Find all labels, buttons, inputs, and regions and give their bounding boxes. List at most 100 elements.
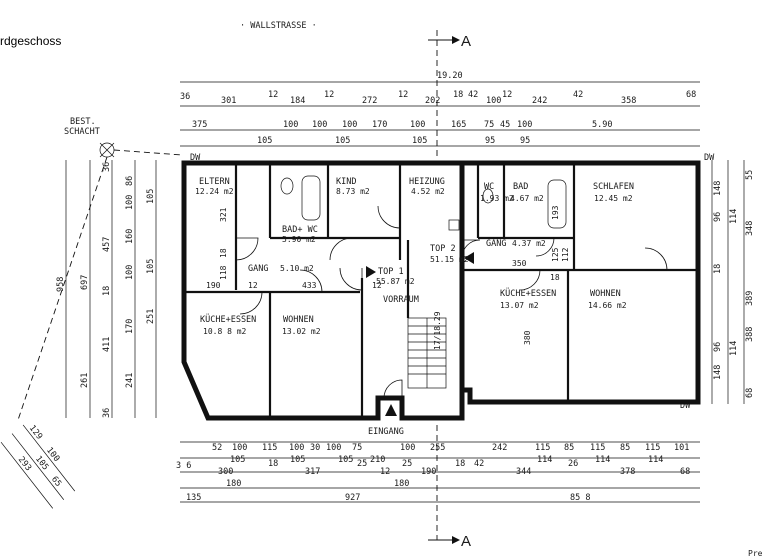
section-label-top: A — [461, 33, 471, 50]
dim-bot-b1: 105 — [230, 455, 245, 465]
dim-bot-b6: 114 — [595, 455, 610, 465]
dim-left-c4-2: 105 — [146, 259, 156, 274]
dim-bot-8: 100 — [400, 443, 415, 453]
dim-top-r2-6: 100 — [410, 120, 425, 130]
dim-top-r3-1: 105 — [257, 136, 272, 146]
bestand-schacht: BEST. SCHACHT — [17, 117, 183, 421]
left-dimensions: 958 697 261 36 457 18 411 36 86 100 160 … — [56, 160, 157, 418]
room-kind: KIND — [336, 177, 356, 187]
dim-bot-b7: 114 — [648, 455, 663, 465]
dim-right-c4-1: 55 — [745, 170, 755, 180]
dim-bot-b4: 210 — [370, 455, 385, 465]
dim-inner-18r: 18 — [550, 273, 560, 282]
dim-inner-118: 118 — [219, 265, 228, 280]
floor-title: rdgeschoss — [0, 34, 61, 48]
label-eingang: EINGANG — [368, 427, 404, 437]
dim-bot-r2-7: 25 — [402, 459, 412, 469]
area-eltern: 12.24 m2 — [195, 187, 234, 196]
dim-top-r2-10: 100 — [517, 120, 532, 130]
dim-bot-11: 115 — [535, 443, 550, 453]
dim-inner-190: 190 — [206, 281, 221, 290]
top-dimensions: 19.20 36 301 12 184 12 272 12 202 18 42 … — [180, 71, 700, 147]
dim-top-4: 184 — [290, 96, 305, 106]
dim-left-c2-1: 36 — [102, 162, 112, 172]
dim-bot-12: 85 — [564, 443, 574, 453]
dim-top-r3-3: 105 — [412, 136, 427, 146]
area-kind: 8.73 m2 — [336, 187, 370, 196]
dim-bot-1: 52 — [212, 443, 222, 453]
dim-bot-5: 30 — [310, 443, 320, 453]
dim-top-r3-2: 105 — [335, 136, 350, 146]
dim-bot-r2-9: 18 — [455, 459, 465, 469]
right-dimensions: 148 96 18 96 148 114 114 348 389 388 68 … — [711, 160, 755, 404]
area-top2: 51.15 m2 — [430, 255, 469, 264]
dim-bot-r2-4: 317 — [305, 467, 320, 477]
dim-left-c3-1: 86 — [125, 176, 135, 186]
dim-bot-r2-13: 378 — [620, 467, 635, 477]
dim-inner-18: 18 — [219, 248, 228, 258]
dim-bot-r2-5: 25 — [357, 459, 367, 469]
dim-bot-r2-11: 344 — [516, 467, 531, 477]
dim-right-c2-1: 114 — [729, 209, 739, 224]
dim-inner-12: 12 — [248, 281, 258, 290]
outer-walls — [181, 160, 701, 421]
area-kueche-right: 13.07 m2 — [500, 301, 539, 310]
dim-bot-r2-14: 68 — [680, 467, 690, 477]
dim-left-c3-5: 170 — [125, 319, 135, 334]
stairs-label: 17/18.29 — [433, 311, 442, 350]
room-schlafen: SCHLAFEN — [593, 182, 634, 192]
dim-bot-r4-1: 135 — [186, 493, 201, 503]
dim-bot-r3-2: 180 — [394, 479, 409, 489]
inner-walls-left — [184, 163, 410, 418]
dim-top-15: 358 — [621, 96, 636, 106]
room-vorraum: VORRAUM — [383, 295, 419, 305]
dim-top-6: 272 — [362, 96, 377, 106]
dim-top-r3-5: 95 — [520, 136, 530, 146]
top2-arrow-icon — [464, 252, 474, 264]
dim-bot-15: 115 — [645, 443, 660, 453]
area-wohnen-left: 13.02 m2 — [282, 327, 321, 336]
room-wc: WC — [484, 182, 494, 192]
dim-inner-193: 193 — [551, 205, 560, 220]
dim-bot-r4-3: 85 8 — [570, 493, 590, 503]
fixtures — [280, 175, 567, 231]
dim-right-c1-4: 96 — [713, 342, 723, 352]
dim-left-outer: 958 — [56, 277, 66, 292]
room-heizung: HEIZUNG — [409, 177, 445, 187]
dim-top-3: 12 — [268, 90, 278, 100]
room-bad: BAD — [513, 182, 528, 192]
dim-left-c2-4: 411 — [102, 337, 112, 352]
dim-top-10: 42 — [468, 90, 478, 100]
dim-left-c2-5: 36 — [102, 408, 112, 418]
diagonal-dimensions: 129 100 105 65 293 — [0, 424, 76, 509]
dim-top-r2-5: 170 — [372, 120, 387, 130]
dim-bot-r2-6: 12 — [380, 467, 390, 477]
dim-bot-2: 100 — [232, 443, 247, 453]
dim-inner-433: 433 — [302, 281, 317, 290]
entrance-arrow-icon — [385, 404, 397, 416]
dw-label-left: DW — [190, 153, 201, 163]
dim-left-c1-1: 697 — [80, 275, 90, 290]
dim-bot-r4-2: 927 — [345, 493, 360, 503]
dim-top-r2-9: 45 — [500, 120, 510, 130]
label-top2: TOP 2 — [430, 244, 456, 254]
dim-bot-b5: 114 — [537, 455, 552, 465]
dim-top-14: 42 — [573, 90, 583, 100]
area-heizung: 4.52 m2 — [411, 187, 445, 196]
dim-bot-10: 242 — [492, 443, 507, 453]
dim-right-c3-3: 388 — [745, 327, 755, 342]
dim-inner-380: 380 — [523, 330, 532, 345]
schacht-label-2: SCHACHT — [64, 127, 100, 137]
dim-top-5: 12 — [324, 90, 334, 100]
footer-right: Pre — [748, 549, 763, 558]
area-bad-wc: 5.90 m2 — [282, 235, 316, 244]
dim-left-c4-1: 105 — [146, 189, 156, 204]
section-label-bottom: A — [461, 533, 471, 550]
schacht-label-1: BEST. — [70, 117, 96, 127]
dim-top-11: 100 — [486, 96, 501, 106]
dim-bot-16: 101 — [674, 443, 689, 453]
dim-right-c1-3: 18 — [713, 264, 723, 274]
dim-bot-r3-1: 180 — [226, 479, 241, 489]
dim-bot-r2-3: 18 — [268, 459, 278, 469]
